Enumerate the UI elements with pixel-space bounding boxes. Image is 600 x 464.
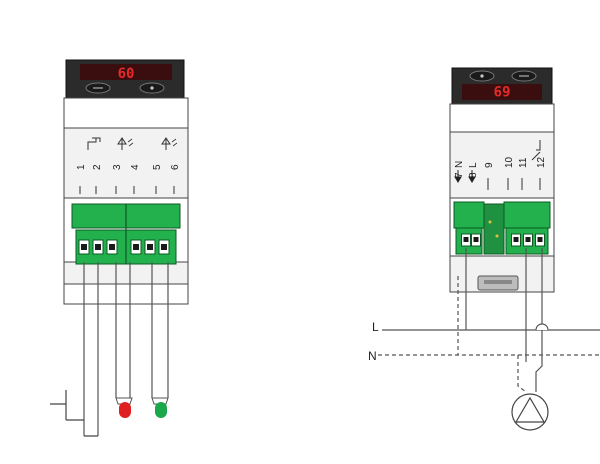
- terminal-label: 12: [536, 156, 547, 168]
- terminal-label: 11: [518, 157, 529, 168]
- relay-contact-icon: [531, 140, 541, 161]
- right-terminal-screws: [461, 233, 545, 247]
- right-terminal-block-right-top: [503, 201, 551, 229]
- terminal-label: 5: [152, 164, 163, 170]
- line-label: L: [372, 320, 379, 334]
- left-display-screen: [80, 64, 172, 80]
- red-probe-collar: [115, 397, 133, 405]
- terminal-label: 1: [76, 164, 87, 170]
- neutral-label: N: [368, 349, 377, 363]
- left-terminal-screws: [78, 239, 170, 255]
- terminal-label: 10: [504, 156, 515, 168]
- pump-triangle-icon: [514, 396, 546, 423]
- right-body-label-area: [449, 131, 555, 199]
- right-terminal-block-left-top: [453, 201, 485, 229]
- terminal-number: 7: [454, 172, 465, 178]
- right-device-wires: [465, 248, 543, 362]
- left-display-value: 60: [118, 66, 135, 82]
- pump-icon: [511, 393, 549, 431]
- left-body-upper: [63, 97, 189, 129]
- terminal-label: 2: [92, 164, 103, 170]
- left-body-lower: [63, 261, 189, 285]
- down-arrow-icon: [468, 170, 476, 183]
- sensor-rays-icon-2: [171, 138, 178, 147]
- right-pcb-section: [483, 203, 505, 255]
- pump-neutral-wire: [517, 355, 527, 393]
- sensor-rays-icon-1: [127, 138, 134, 147]
- green-probe-collar: [151, 397, 169, 405]
- terminal-number: 8: [468, 172, 479, 178]
- plus-icon: [150, 86, 154, 90]
- terminal-label: 9: [484, 162, 495, 168]
- terminal-label: 3: [112, 164, 123, 170]
- left-body-label-area: [63, 127, 189, 199]
- terminal-label: L: [468, 162, 479, 168]
- sensor-icon-1: [117, 137, 127, 150]
- sensor-icon-2: [161, 137, 171, 150]
- green-temperature-probe: [155, 402, 167, 418]
- plus-icon: [480, 74, 484, 78]
- right-display-value: 69: [494, 82, 511, 98]
- left-body-base: [63, 283, 189, 305]
- wire-crossover: [535, 323, 549, 331]
- terminal-label: 6: [170, 164, 181, 170]
- red-temperature-probe: [119, 402, 131, 418]
- pump-line-wire: [535, 330, 543, 392]
- terminal-label: N: [454, 161, 465, 168]
- terminal-label: 4: [130, 164, 141, 170]
- switch-contact-icon: [87, 137, 101, 150]
- external-switch-icon: [50, 390, 98, 437]
- right-display-screen: [462, 84, 542, 100]
- left-device-wires: [83, 262, 169, 436]
- right-body-upper: [449, 103, 555, 133]
- down-arrow-icon: [454, 170, 462, 183]
